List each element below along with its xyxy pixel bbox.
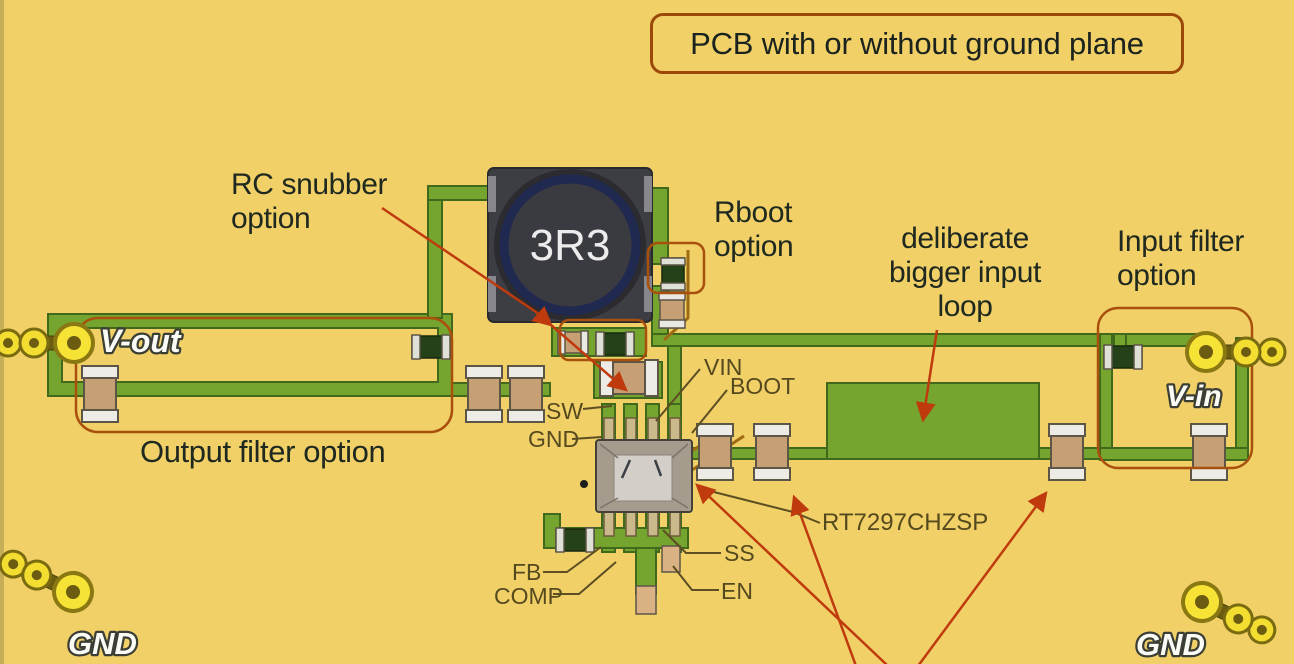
pin-labels: SW GND VIN BOOT SS EN FB COMP RT7297CHZS… xyxy=(494,354,988,609)
components xyxy=(81,257,1228,615)
sw-capacitor xyxy=(599,359,659,397)
pin-label-fb: FB xyxy=(512,559,541,585)
pin-label-ss: SS xyxy=(724,540,755,566)
input-capacitor-2 xyxy=(753,423,791,481)
en-pad xyxy=(661,545,681,573)
rboot-resistor xyxy=(660,257,686,291)
callout-output-filter: Output filter option xyxy=(140,434,386,469)
title-text: PCB with or without ground plane xyxy=(690,25,1144,61)
title-box: PCB with or without ground plane xyxy=(650,13,1184,74)
input-filter-outline xyxy=(1096,306,1254,470)
bottom-pad xyxy=(635,585,657,615)
net-label-gnd-right: GND xyxy=(1136,627,1205,662)
option-outlines xyxy=(74,241,1254,470)
boot-capacitor xyxy=(658,291,686,329)
pin-label-sw: SW xyxy=(546,398,583,424)
net-label-vin: V-in xyxy=(1166,380,1222,413)
pin-label-comp: COMP xyxy=(494,583,563,609)
callout-input-loop: deliberate bigger input loop xyxy=(889,222,1041,323)
net-label-vout: V-out xyxy=(100,323,182,359)
output-filter-outline xyxy=(74,316,454,434)
net-label-gnd-left: GND xyxy=(68,626,137,661)
vout-capacitor xyxy=(81,365,119,423)
pin-label-en: EN xyxy=(721,578,753,604)
feedback-resistor xyxy=(555,527,595,553)
net-labels: V-out V-in GND GND xyxy=(66,321,1224,664)
via-dot xyxy=(580,480,588,488)
vin-capacitor xyxy=(1190,423,1228,481)
input-capacitor-3 xyxy=(1048,423,1086,481)
output-filter-resistor xyxy=(411,334,451,360)
ic-chip xyxy=(595,417,693,537)
inductor: 3R3 xyxy=(487,167,653,323)
pin-label-gnd: GND xyxy=(528,426,579,452)
rc-snubber-line xyxy=(381,206,537,314)
input-loop-arrow xyxy=(915,329,939,423)
pin-label-boot: BOOT xyxy=(730,373,795,399)
input-loop-plane xyxy=(826,382,1040,460)
callout-rboot: Rboot option xyxy=(714,196,794,263)
vout-terminal xyxy=(0,322,95,364)
callout-input-filter: Input filter option xyxy=(1117,225,1244,292)
snubber-outline xyxy=(558,318,648,362)
callout-arrows xyxy=(381,206,1048,664)
output-capacitor-1 xyxy=(465,365,503,423)
output-capacitor-2 xyxy=(507,365,545,423)
snubber-resistor xyxy=(595,331,635,357)
inductor-value: 3R3 xyxy=(530,221,611,270)
pin-label-vin: VIN xyxy=(704,354,742,380)
input-capacitor-1 xyxy=(696,423,734,481)
rboot-outline xyxy=(646,241,706,295)
callout-rc-snubber: RC snubber option xyxy=(231,168,388,235)
ic-part-number: RT7297CHZSP xyxy=(822,509,988,536)
input-filter-bead xyxy=(1103,344,1143,370)
gnd-terminal-left xyxy=(0,539,101,620)
